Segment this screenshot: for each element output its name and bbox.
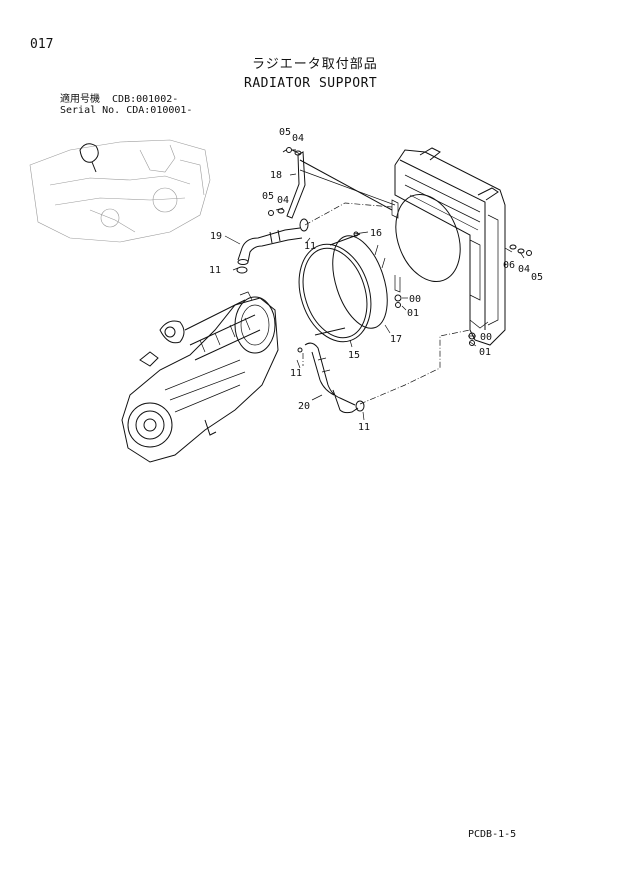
leader-lines xyxy=(224,149,525,421)
callout-labels: 05 04 18 05 04 11 16 19 11 06 04 05 00 0… xyxy=(209,127,543,433)
machine-locator-sketch xyxy=(29,139,211,243)
callout-11-lower: 11 xyxy=(290,368,302,379)
engine-block xyxy=(121,291,279,463)
callout-11-hose-clamp: 11 xyxy=(209,265,221,276)
callout-04-right: 04 xyxy=(518,264,530,275)
callout-04-middle: 04 xyxy=(277,195,289,206)
title-japanese: ラジエータ取付部品 xyxy=(252,57,378,72)
callout-05-upper: 05 xyxy=(279,127,291,138)
upper-hose xyxy=(236,218,309,274)
callout-16: 16 xyxy=(370,228,382,239)
callout-00-upper: 00 xyxy=(409,294,421,305)
callout-06: 06 xyxy=(503,260,515,271)
callout-17: 17 xyxy=(390,334,402,345)
serial-line-2: Serial No. CDA:010001- xyxy=(60,105,193,116)
callout-01-lower: 01 xyxy=(479,347,491,358)
callout-05-right: 05 xyxy=(531,272,543,283)
callout-20: 20 xyxy=(298,401,310,412)
upper-bracket xyxy=(286,151,396,219)
radiator-assembly xyxy=(391,147,506,346)
lower-hose xyxy=(304,342,365,414)
callout-19: 19 xyxy=(210,231,222,242)
callout-11-upper-hose: 11 xyxy=(304,241,316,252)
small-hardware xyxy=(268,147,532,353)
callout-18: 18 xyxy=(270,170,282,181)
footer-code: PCDB-1-5 xyxy=(468,829,517,840)
callout-05-middle: 05 xyxy=(262,191,274,202)
page-number: 017 xyxy=(30,37,54,52)
callout-15: 15 xyxy=(348,350,360,361)
callout-00-lower: 00 xyxy=(480,332,492,343)
callout-04-upper: 04 xyxy=(292,133,304,144)
highlight-part-marker xyxy=(79,143,99,173)
serial-line-1: 適用号機 CDB:001002- xyxy=(60,94,179,105)
title-english: RADIATOR SUPPORT xyxy=(244,76,378,91)
callout-01-upper: 01 xyxy=(407,308,419,319)
callout-11-lower-hose: 11 xyxy=(358,422,370,433)
fan-ring-and-seal xyxy=(298,233,388,343)
